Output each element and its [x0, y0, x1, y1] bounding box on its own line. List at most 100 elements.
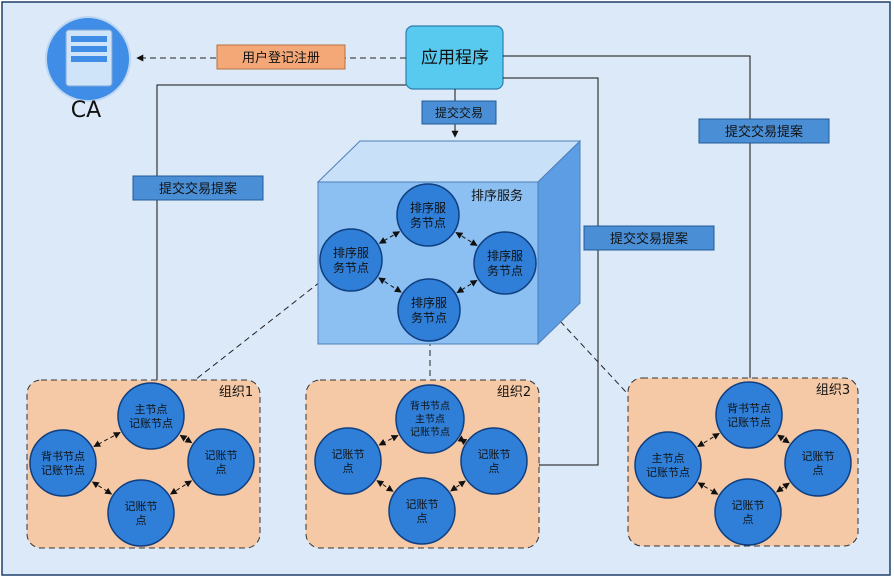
peer-link	[777, 434, 790, 444]
node-label: 记账节	[802, 450, 835, 463]
node: 记账节点	[314, 427, 382, 495]
proposal-mid-edge	[503, 77, 599, 469]
node-label: 务节点	[410, 215, 446, 230]
node-label: 记账节	[732, 499, 765, 512]
svg-text:提交交易提案: 提交交易提案	[725, 124, 803, 140]
node-circle	[319, 228, 383, 292]
peer-link	[697, 482, 719, 495]
orderer-title: 排序服务	[471, 188, 523, 204]
node-circle	[396, 183, 460, 247]
app-label: 应用程序	[421, 48, 489, 68]
node-label: 背书节点	[410, 400, 450, 413]
svg-text:提交交易: 提交交易	[435, 105, 483, 120]
node-label: 点	[343, 462, 354, 475]
node: 记账节点	[460, 427, 528, 495]
node-label: 记账节	[125, 500, 158, 513]
node-circle	[117, 382, 185, 450]
org-title: 组织1	[219, 385, 253, 400]
node: 记账节点	[107, 479, 175, 547]
orderer-link	[378, 231, 401, 244]
node-label: 排序服	[333, 245, 369, 260]
node-label: 排序服	[487, 248, 523, 263]
node-circle	[395, 384, 465, 454]
node-circle	[715, 381, 783, 449]
register-label: 用户登记注册	[216, 44, 346, 70]
organizations: 组织1主节点记账节点背书节点记账节点记账节点记账节点组织2背书节点主节点记账节点…	[26, 377, 859, 549]
node-label: 记账节点	[41, 464, 85, 477]
node-label: 排序服	[411, 295, 447, 310]
node-label: 主节点	[415, 414, 445, 426]
node-label: 主节点	[652, 452, 685, 465]
proposal-mid-label: 提交交易提案	[583, 225, 715, 251]
node-label: 记账节	[406, 498, 439, 511]
node-label: 点	[136, 514, 147, 527]
node-label: 记账节点	[410, 427, 450, 439]
node-label: 记账节点	[129, 417, 173, 430]
submit-tx-label: 提交交易	[421, 100, 497, 125]
proposal-left-label: 提交交易提案	[132, 175, 264, 201]
node-label: 背书节点	[727, 401, 771, 415]
node-label: 背书节点	[41, 449, 85, 463]
node-label: 记账节	[332, 448, 365, 461]
node-circle	[397, 278, 461, 342]
node-label: 记账节点	[646, 466, 690, 479]
node: 记账节点	[388, 477, 456, 545]
svg-text:用户登记注册: 用户登记注册	[242, 50, 320, 66]
svg-text:提交交易提案: 提交交易提案	[159, 181, 237, 197]
node-label: 点	[216, 463, 227, 476]
proposal-left-edge	[153, 84, 406, 396]
broadcast-org1-edge	[171, 281, 321, 399]
ca-server-icon	[45, 16, 131, 102]
org-title: 组织3	[816, 383, 850, 398]
node-circle	[388, 477, 456, 545]
node-label: 记账节	[205, 449, 238, 462]
node: 记账节点	[187, 428, 255, 496]
node-label: 点	[417, 512, 428, 525]
node: 记账节点	[784, 429, 852, 497]
node-label: 点	[813, 464, 824, 477]
node-circle	[473, 231, 537, 295]
peer-link	[179, 434, 193, 444]
node-label: 主节点	[135, 403, 168, 416]
node-label: 点	[743, 513, 754, 526]
peer-link	[91, 481, 113, 495]
peer-link	[378, 434, 399, 446]
peer-link	[450, 480, 466, 492]
peer-link	[93, 432, 121, 447]
node-label: 记账节	[478, 448, 511, 461]
orderer-link	[456, 279, 478, 294]
node-circle	[714, 478, 782, 546]
node-label: 务节点	[487, 263, 523, 278]
node-label: 务节点	[333, 260, 369, 275]
node-circle	[634, 431, 702, 499]
node-circle	[314, 427, 382, 495]
node-circle	[29, 429, 97, 497]
node: 记账节点	[714, 478, 782, 546]
org-box	[627, 377, 859, 547]
node-label: 记账节点	[727, 416, 771, 429]
svg-text:提交交易提案: 提交交易提案	[610, 231, 688, 247]
orderer-link	[378, 277, 402, 293]
node-circle	[107, 479, 175, 547]
node-circle	[187, 428, 255, 496]
ca-label: CA	[71, 98, 101, 123]
node-circle	[460, 427, 528, 495]
org-box	[305, 379, 540, 549]
peer-link	[776, 482, 790, 493]
org-title: 组织2	[497, 385, 531, 400]
org-box	[26, 379, 261, 549]
node-circle	[784, 429, 852, 497]
peer-link	[376, 480, 394, 492]
